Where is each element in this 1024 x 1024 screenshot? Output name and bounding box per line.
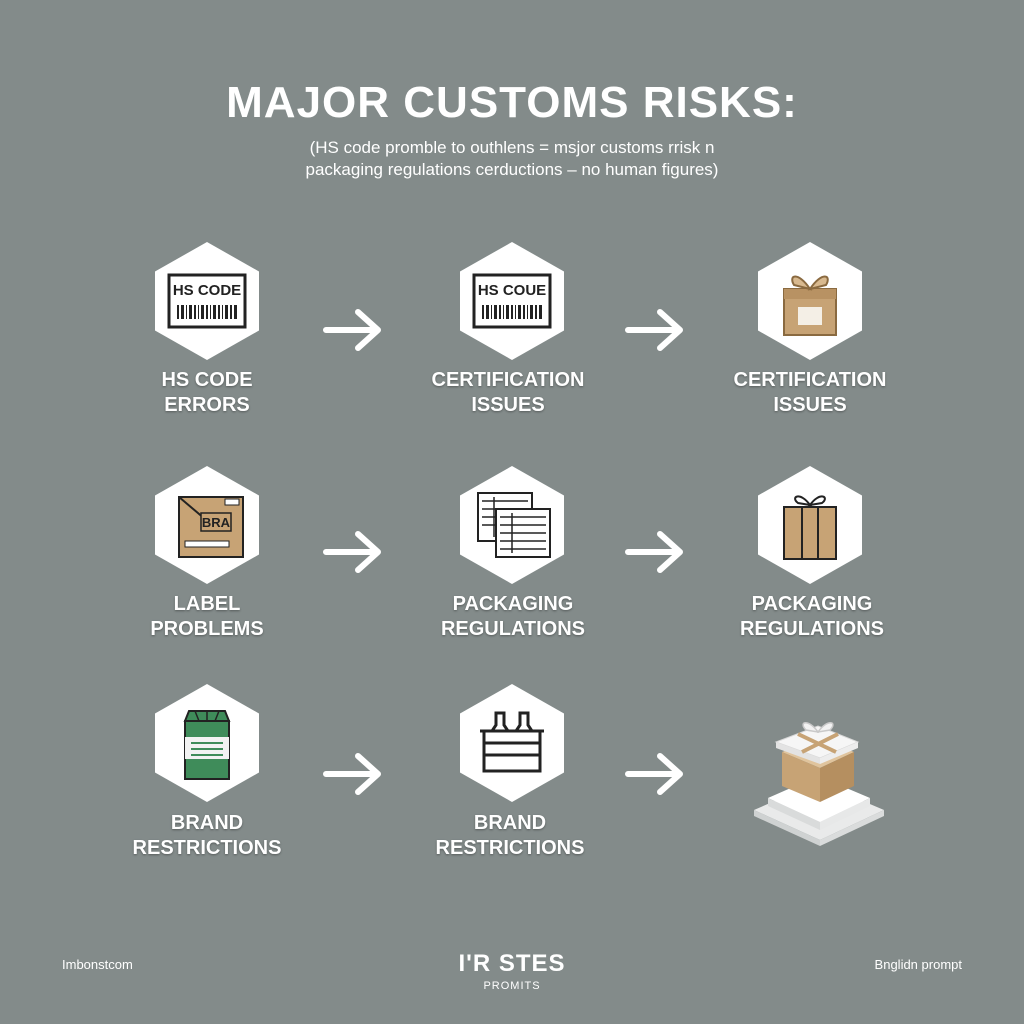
label-line-2: PROBLEMS	[150, 618, 264, 640]
page-subtitle-line-2: packaging regulations cerductions – no h…	[305, 160, 719, 179]
label-line-2: RESTRICTIONS	[435, 837, 585, 859]
label-packaging-regulations-2: PACKAGING REGULATIONS	[712, 592, 912, 642]
hex-certification-issues-1: HS COUE	[460, 242, 564, 360]
label-line-1: HS CODE	[161, 369, 253, 391]
hs-code-icon-text: HS CODE	[173, 282, 241, 299]
arrow-right-icon	[323, 753, 381, 795]
label-line-2: ERRORS	[164, 394, 250, 416]
box-label-text: BRA	[202, 515, 231, 530]
label-certification-issues-1: CERTIFICATION ISSUES	[408, 368, 608, 418]
hex-brand-restrictions-1	[155, 684, 259, 802]
green-bag-icon	[183, 710, 231, 780]
shipping-box-label-icon: BRA	[178, 496, 244, 558]
parcel-3d-icon	[754, 722, 884, 846]
label-label-problems: LABEL PROBLEMS	[107, 592, 307, 642]
label-line-1: CERTIFICATION	[733, 369, 887, 391]
label-brand-restrictions-2: BRAND RESTRICTIONS	[410, 811, 610, 861]
arrow-right-icon	[625, 309, 683, 351]
bottle-crate-icon	[480, 711, 544, 773]
label-line-1: PACKAGING	[751, 593, 873, 615]
arrow-right-icon	[625, 753, 683, 795]
label-line-1: BRAND	[473, 812, 547, 834]
hex-brand-restrictions-2	[460, 684, 564, 802]
label-line-2: REGULATIONS	[440, 618, 586, 640]
documents-icon	[477, 492, 551, 558]
arrow-right-icon	[323, 531, 381, 573]
label-line-1: CERTIFICATION	[431, 369, 585, 391]
label-line-2: ISSUES	[773, 394, 847, 416]
footer-right-text: Bnglidn prompt	[874, 957, 962, 972]
arrow-right-icon	[625, 531, 683, 573]
label-certification-issues-2: CERTIFICATION ISSUES	[710, 368, 910, 418]
label-line-2: RESTRICTIONS	[132, 837, 282, 859]
hex-hs-code-errors: HS CODE	[155, 242, 259, 360]
label-line-2: ISSUES	[471, 394, 545, 416]
barcode-label-icon: HS CODE	[167, 273, 247, 329]
page-title: MAJOR CUSTOMS RISKS:	[226, 78, 798, 127]
gift-box-icon	[783, 275, 837, 336]
label-line-1: LABEL	[173, 593, 241, 615]
label-line-1: PACKAGING	[452, 593, 574, 615]
hs-coue-icon-text: HS COUE	[478, 282, 546, 299]
hex-packaging-regulations-2	[758, 466, 862, 584]
footer-left-text: Imbonstcom	[62, 957, 133, 972]
ribbon-box-icon	[783, 495, 837, 560]
arrow-right-icon	[323, 309, 381, 351]
label-line-1: BRAND	[170, 812, 244, 834]
hex-certification-issues-2	[758, 242, 862, 360]
footer-center-logo-text: I'R STES	[458, 950, 566, 977]
barcode-label-icon: HS COUE	[472, 273, 552, 329]
page-subtitle-line-1: (HS code promble to outhlens = msjor cus…	[309, 138, 715, 157]
footer-center-sub-text: PROMITS	[483, 980, 541, 992]
label-line-2: REGULATIONS	[739, 618, 885, 640]
label-packaging-regulations-1: PACKAGING REGULATIONS	[413, 592, 613, 642]
label-brand-restrictions-1: BRAND RESTRICTIONS	[107, 811, 307, 861]
hex-packaging-regulations-1	[460, 466, 564, 584]
label-hs-code-errors: HS CODE ERRORS	[107, 368, 307, 418]
hex-label-problems: BRA	[155, 466, 259, 584]
